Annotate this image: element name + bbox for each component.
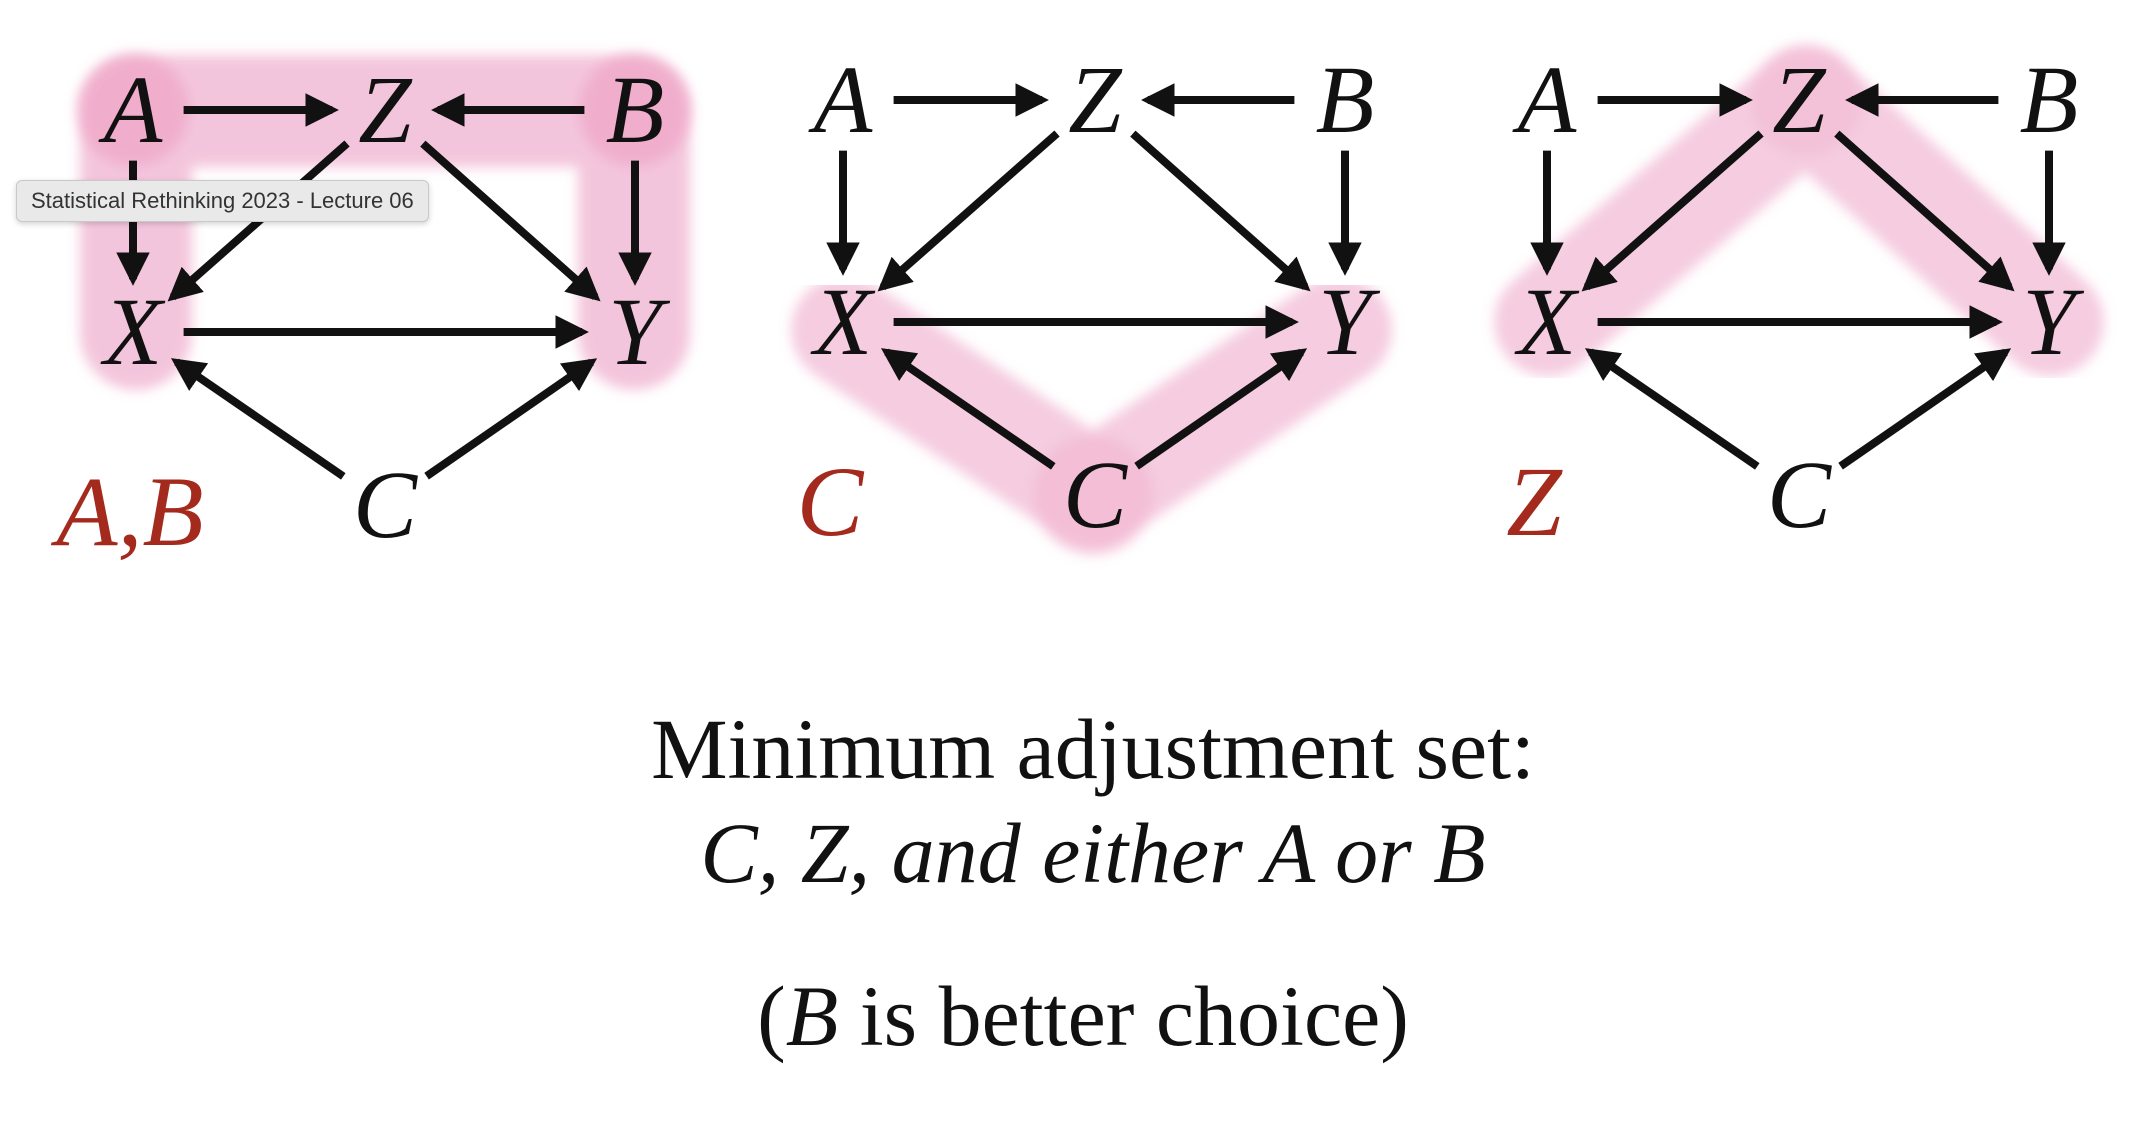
edge-c-to-y <box>1134 348 1308 470</box>
caption-note-open: ( <box>757 968 786 1064</box>
adjustment-set-label: C <box>797 446 865 557</box>
node-a: A <box>808 46 873 153</box>
edge-c-to-x <box>170 358 346 480</box>
caption-note: (B is better choice) <box>757 968 1409 1064</box>
node-a: A <box>98 56 163 163</box>
node-x: X <box>810 268 876 375</box>
highlight-left-nodes <box>77 54 691 166</box>
edge-c-to-y <box>424 358 598 480</box>
dag-right: A Z B X Y C Z <box>1506 46 2084 557</box>
edge-c-to-x <box>880 348 1056 470</box>
node-y: Y <box>2022 268 2084 375</box>
edge-c-to-x <box>1584 348 1760 470</box>
node-y: Y <box>1318 268 1380 375</box>
node-x: X <box>1514 268 1580 375</box>
adjustment-set-label: A,B <box>50 456 203 567</box>
node-z: Z <box>1772 46 1827 153</box>
caption-sets: C, Z, and either A or B <box>700 805 1485 901</box>
node-z: Z <box>1068 46 1123 153</box>
node-c: C <box>353 451 418 558</box>
edge-z-to-y <box>1834 130 2015 292</box>
dag-left: A Z B X Y C A,B <box>50 56 670 567</box>
node-a: A <box>1512 46 1577 153</box>
edge-z-to-x <box>1581 130 1764 292</box>
caption-note-rest: is better choice) <box>838 968 1409 1064</box>
edge-z-to-y <box>420 140 601 302</box>
node-b: B <box>2020 46 2079 153</box>
node-z: Z <box>358 56 413 163</box>
node-b: B <box>1316 46 1375 153</box>
node-c: C <box>1767 441 1832 548</box>
caption-note-var: B <box>786 968 839 1064</box>
lecture-tooltip: Statistical Rethinking 2023 - Lecture 06 <box>16 180 429 222</box>
edge-z-to-y <box>1130 130 1311 292</box>
edge-z-to-x <box>877 130 1060 292</box>
caption-title: Minimum adjustment set: <box>651 701 1535 797</box>
node-b: B <box>606 56 665 163</box>
node-y: Y <box>608 278 670 385</box>
dag-middle: A Z B X Y C C <box>797 46 1381 557</box>
edge-c-to-y <box>1838 348 2012 470</box>
adjustment-set-label: Z <box>1506 446 1563 557</box>
node-c: C <box>1063 441 1128 548</box>
node-x: X <box>100 278 166 385</box>
